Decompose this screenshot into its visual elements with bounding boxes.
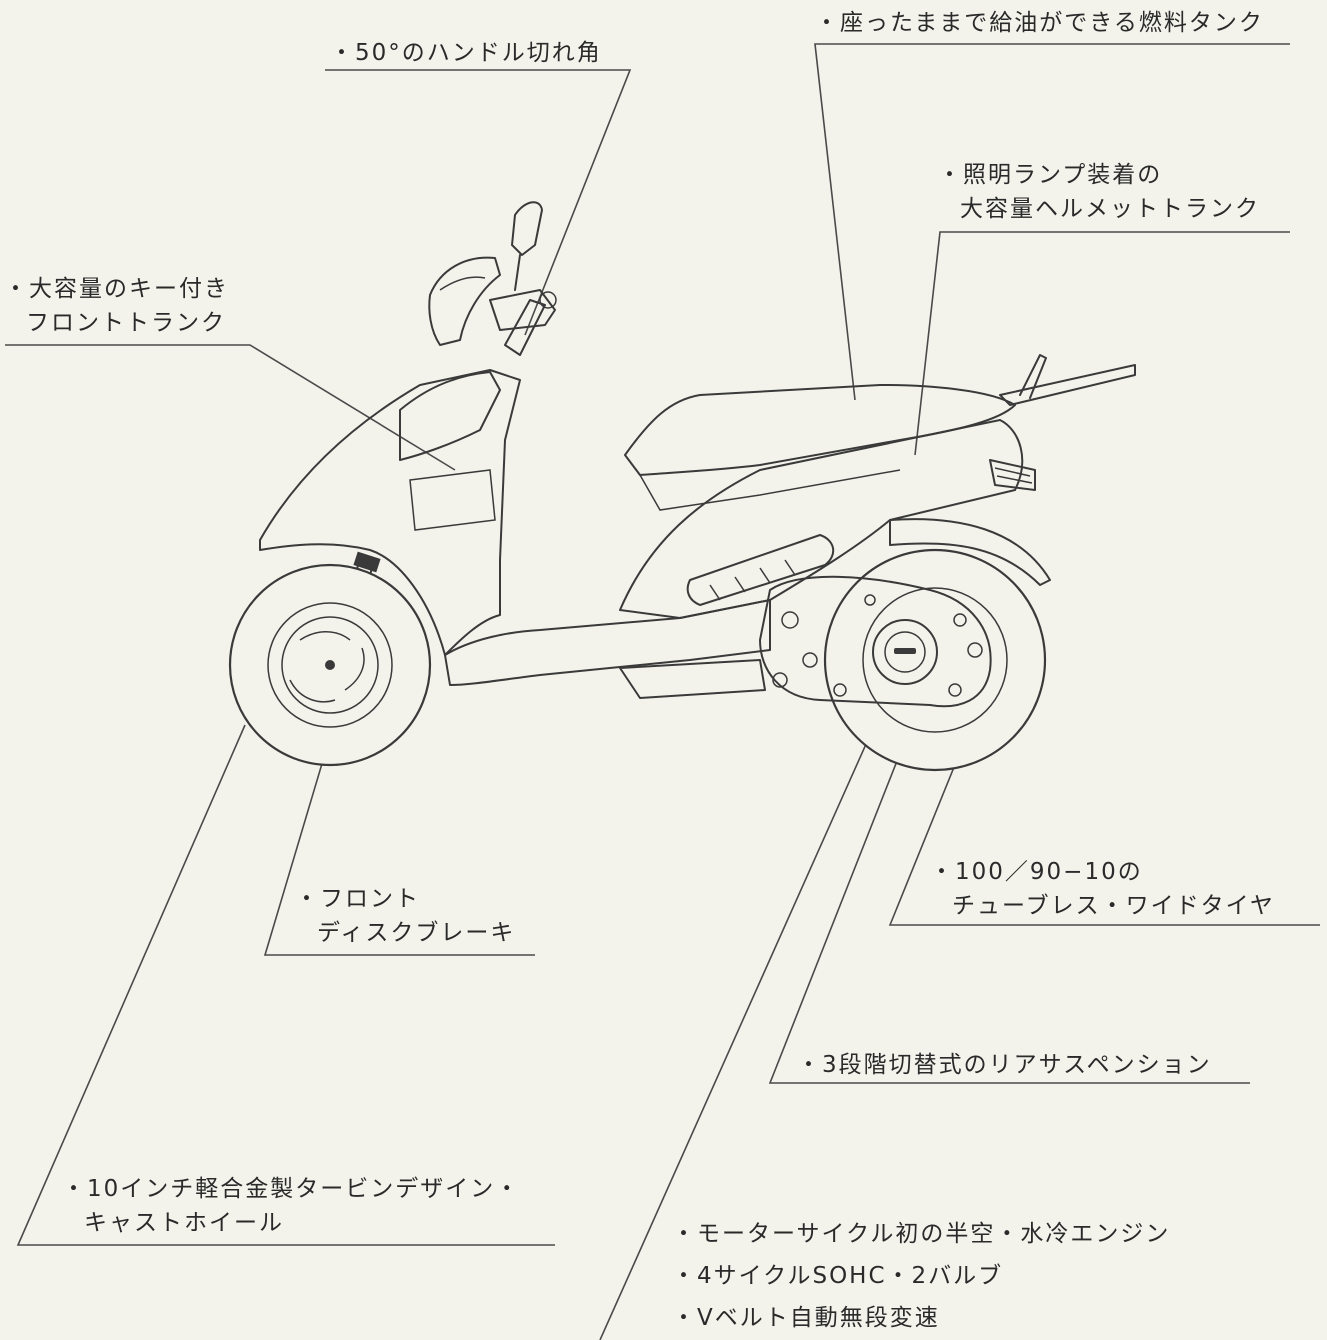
side-vent: [686, 534, 835, 606]
label-wheel: ・10インチ軽合金製タービンデザイン・ キャストホイール: [62, 1172, 520, 1240]
rear-rack: [999, 364, 1136, 406]
label-wheel-line-1: ・10インチ軽合金製タービンデザイン・: [62, 1176, 521, 1202]
label-helmet-trunk-line-1: ・照明ランプ装着の: [938, 162, 1163, 188]
leader-front-brake: [263, 719, 535, 956]
label-front-brake-line-2: ディスクブレーキ: [317, 920, 516, 946]
rear-fender: [889, 518, 1051, 586]
muffler: [619, 659, 766, 699]
label-front-trunk-line-2: フロントトランク: [26, 310, 226, 336]
seat: [624, 384, 1016, 476]
handlebar-grip: [539, 291, 557, 309]
label-handle-angle: ・50°のハンドル切れ角: [330, 36, 602, 70]
headlight-visor: [439, 276, 486, 291]
leg-shield: [259, 369, 521, 656]
label-rear-suspension-line: ・3段階切替式のリアサスペンション: [797, 1052, 1212, 1078]
engine-cover: [872, 619, 938, 685]
engine-case: [759, 575, 992, 708]
front-disc: [281, 616, 379, 714]
label-front-trunk: ・大容量のキー付き フロントトランク: [4, 272, 229, 340]
seat-lower: [639, 469, 901, 511]
label-rear-suspension: ・3段階切替式のリアサスペンション: [797, 1048, 1212, 1082]
leader-tire: [888, 739, 1320, 926]
leader-lines: [5, 43, 1320, 1340]
label-engine-line-2: ・4サイクルSOHC・2バルブ: [672, 1263, 1004, 1289]
engine-cover-slot: [894, 648, 916, 654]
leader-front-trunk: [5, 344, 456, 471]
tail-light-lines: [994, 467, 1033, 484]
rear-rack-post: [1019, 354, 1047, 399]
steering-column: [504, 299, 546, 356]
scooter-illustration: [228, 201, 1136, 772]
label-front-brake-line-1: ・フロント: [295, 886, 420, 912]
fork-clamp: [353, 551, 381, 573]
label-tire-line-2: チューブレス・ワイドタイヤ: [952, 893, 1275, 919]
front-axle: [325, 660, 335, 670]
label-tire: ・100／90−10の チューブレス・ワイドタイヤ: [930, 855, 1275, 923]
label-helmet-trunk-line-2: 大容量ヘルメットトランク: [960, 196, 1260, 222]
vent-slats: [709, 559, 796, 601]
label-tire-line-1: ・100／90−10の: [930, 859, 1143, 885]
label-front-brake: ・フロント ディスクブレーキ: [295, 882, 515, 950]
tail-light: [989, 459, 1036, 491]
label-engine-line-3: ・Vベルト自動無段変速: [672, 1305, 940, 1331]
label-helmet-trunk: ・照明ランプ装着の 大容量ヘルメットトランク: [938, 158, 1260, 226]
leader-rear-suspension: [768, 689, 1250, 1084]
front-rim: [267, 602, 393, 728]
leader-engine: [599, 667, 901, 1340]
front-trunk-door: [409, 469, 496, 531]
front-trunk-panel: [399, 371, 501, 461]
front-wheel-spokes: [289, 631, 365, 703]
handlebar: [489, 289, 556, 331]
label-front-trunk-line-1: ・大容量のキー付き: [4, 276, 229, 302]
engine-details: [772, 594, 983, 697]
rear-hub: [862, 587, 1008, 733]
rear-body: [619, 419, 1024, 619]
label-fuel-tank: ・座ったままで給油ができる燃料タンク: [815, 6, 1264, 40]
leader-fuel-tank: [814, 43, 1290, 401]
label-fuel-tank-line: ・座ったままで給油ができる燃料タンク: [815, 10, 1264, 36]
label-handle-angle-line: ・50°のハンドル切れ角: [330, 40, 602, 66]
headlight-cowl: [428, 256, 501, 346]
mirror-stem: [514, 254, 521, 291]
rear-tire: [823, 548, 1047, 772]
leader-handle-angle: [325, 69, 632, 336]
body-floor: [444, 599, 771, 686]
label-wheel-line-2: キャストホイール: [84, 1210, 284, 1236]
label-engine-line-1: ・モーターサイクル初の半空・水冷エンジン: [672, 1221, 1171, 1247]
label-engine: ・モーターサイクル初の半空・水冷エンジン ・4サイクルSOHC・2バルブ ・Vベ…: [672, 1213, 1170, 1339]
engine-cover-inner: [884, 631, 926, 673]
mirror: [511, 201, 543, 256]
leader-helmet-trunk: [914, 231, 1290, 456]
leader-wheel: [16, 724, 555, 1246]
